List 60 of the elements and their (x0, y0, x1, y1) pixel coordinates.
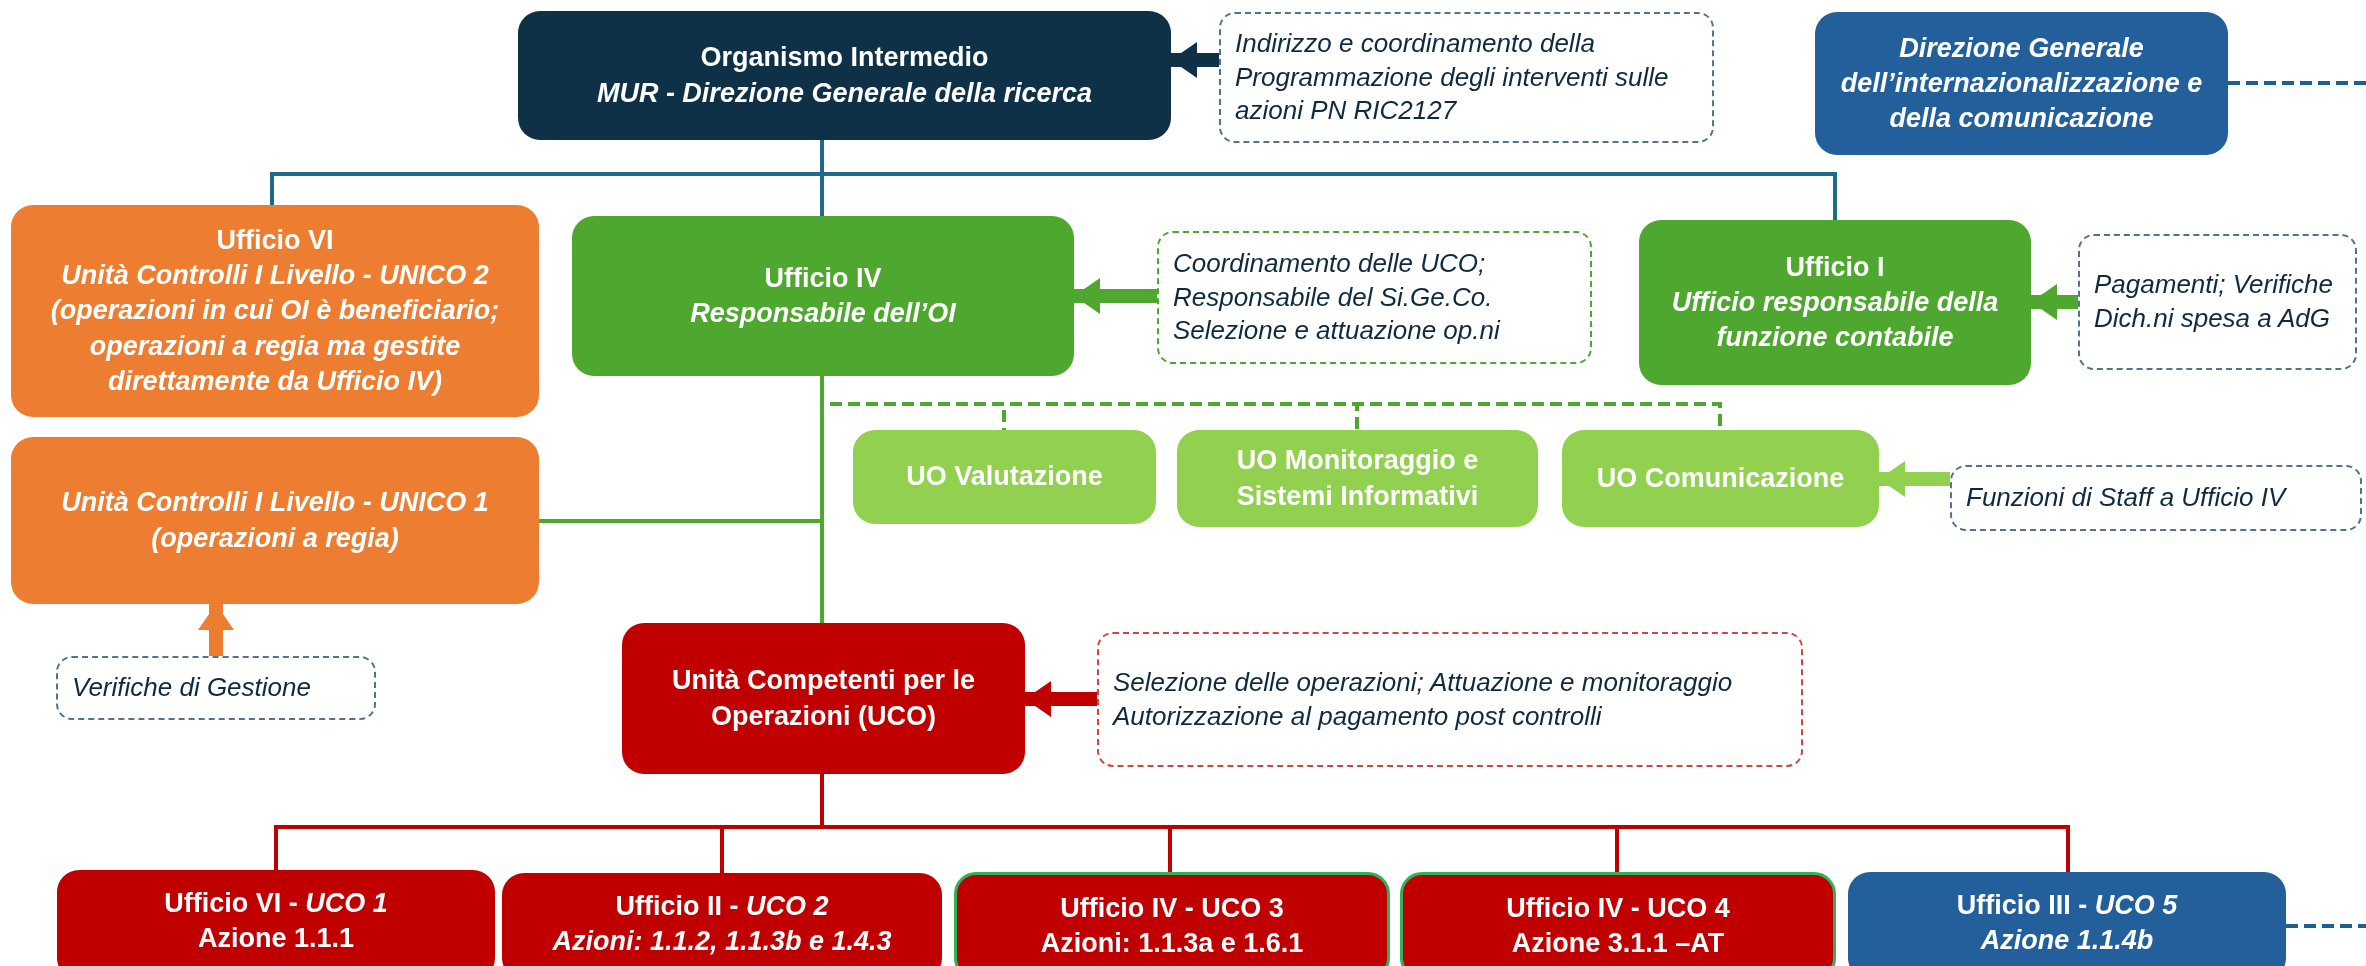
unit-subtitle: Azione 1.1.4b (1980, 924, 2154, 958)
note-box (1219, 12, 1714, 143)
org-unit-box (1400, 872, 1836, 966)
unit-subtitle: Ufficio responsabile della funzione contabile (1670, 285, 2000, 355)
org-unit-box (11, 437, 539, 604)
note-box (1157, 231, 1592, 364)
note-text: Pagamenti; Verifiche Dich.ni spesa a AdG (2094, 268, 2334, 335)
block-arrow (1025, 681, 1097, 717)
org-unit-box (1815, 12, 2228, 155)
note-box (56, 656, 376, 720)
connector-line (820, 376, 824, 623)
org-unit-box (11, 205, 539, 417)
org-unit-box (518, 11, 1171, 140)
note-text: Coordinamento delle UCO; Responsabile del Si.Ge.Co. Selezione e attuazione op.ni (1173, 246, 1502, 348)
unit-title: Ufficio IV - UCO 4 (1506, 892, 1730, 925)
org-unit-box (853, 430, 1156, 524)
block-arrow (1171, 42, 1219, 78)
unit-title: Unità Controlli I Livello - UNICO 1 (operazioni a regia) (60, 486, 490, 555)
unit-title: UO Valutazione (906, 460, 1103, 494)
unit-subtitle: MUR - Direzione Generale della ricerca (596, 76, 1093, 110)
unit-title: Ufficio IV - UCO 3 (1060, 892, 1284, 925)
note-text: Verifiche di Gestione (72, 671, 311, 705)
note-text: Indirizzo e coordinamento della Programmazione degli interventi sulle azioni PN RIC2127 (1235, 26, 1670, 128)
unit-subtitle: Azione 1.1.1 (197, 922, 355, 956)
unit-title: Ufficio VI (216, 224, 334, 258)
block-arrow (1879, 461, 1950, 497)
unit-subtitle: Unità Controlli I Livello - UNICO 2 (operazioni in cui OI è beneficiario; operazioni a regia ma gestite direttamente da Ufficio IV) (49, 259, 501, 398)
unit-title: Ufficio VI - UCO 1 (164, 887, 388, 920)
note-box (1950, 465, 2362, 531)
org-unit-box (502, 873, 942, 966)
org-unit-box (1562, 430, 1879, 527)
block-arrow (198, 604, 234, 656)
unit-title: Unità Competenti per le Operazioni (UCO) (670, 664, 976, 733)
note-text: Funzioni di Staff a Ufficio IV (1966, 481, 2286, 515)
unit-title: Ufficio I (1785, 250, 1885, 284)
unit-title: Direzione Generale dell’internazionalizzazione e della comunicazione (1839, 31, 2204, 136)
unit-subtitle: Azioni: 1.1.3a e 1.6.1 (1040, 927, 1304, 961)
dashed-connector (2228, 81, 2366, 85)
unit-subtitle: Azioni: 1.1.2, 1.1.3b e 1.4.3 (552, 925, 892, 959)
unit-title: Ufficio II - UCO 2 (615, 890, 829, 923)
unit-title: UO Monitoraggio e Sistemi Informativi (1235, 444, 1480, 513)
note-text: Selezione delle operazioni; Attuazione e monitoraggio Autorizzazione al pagamento post controlli (1113, 665, 1734, 733)
note-box (1097, 632, 1803, 767)
org-unit-box (572, 216, 1074, 376)
org-unit-box (1848, 872, 2286, 966)
dashed-connector (2286, 924, 2366, 928)
org-unit-box (954, 872, 1390, 966)
org-unit-box (1177, 430, 1538, 527)
unit-title: Ufficio III - UCO 5 (1956, 889, 2178, 922)
unit-title: Ufficio IV (764, 261, 882, 295)
org-unit-box (1639, 220, 2031, 385)
note-box (2078, 234, 2357, 370)
block-arrow (1074, 278, 1157, 314)
org-unit-box (622, 623, 1025, 774)
unit-subtitle: Azione 3.1.1 –AT (1511, 927, 1725, 961)
unit-title: UO Comunicazione (1596, 461, 1845, 495)
unit-title: Organismo Intermedio (700, 41, 989, 75)
block-arrow (2031, 284, 2078, 320)
org-unit-box (57, 870, 495, 966)
unit-subtitle: Responsabile dell’OI (690, 297, 956, 330)
